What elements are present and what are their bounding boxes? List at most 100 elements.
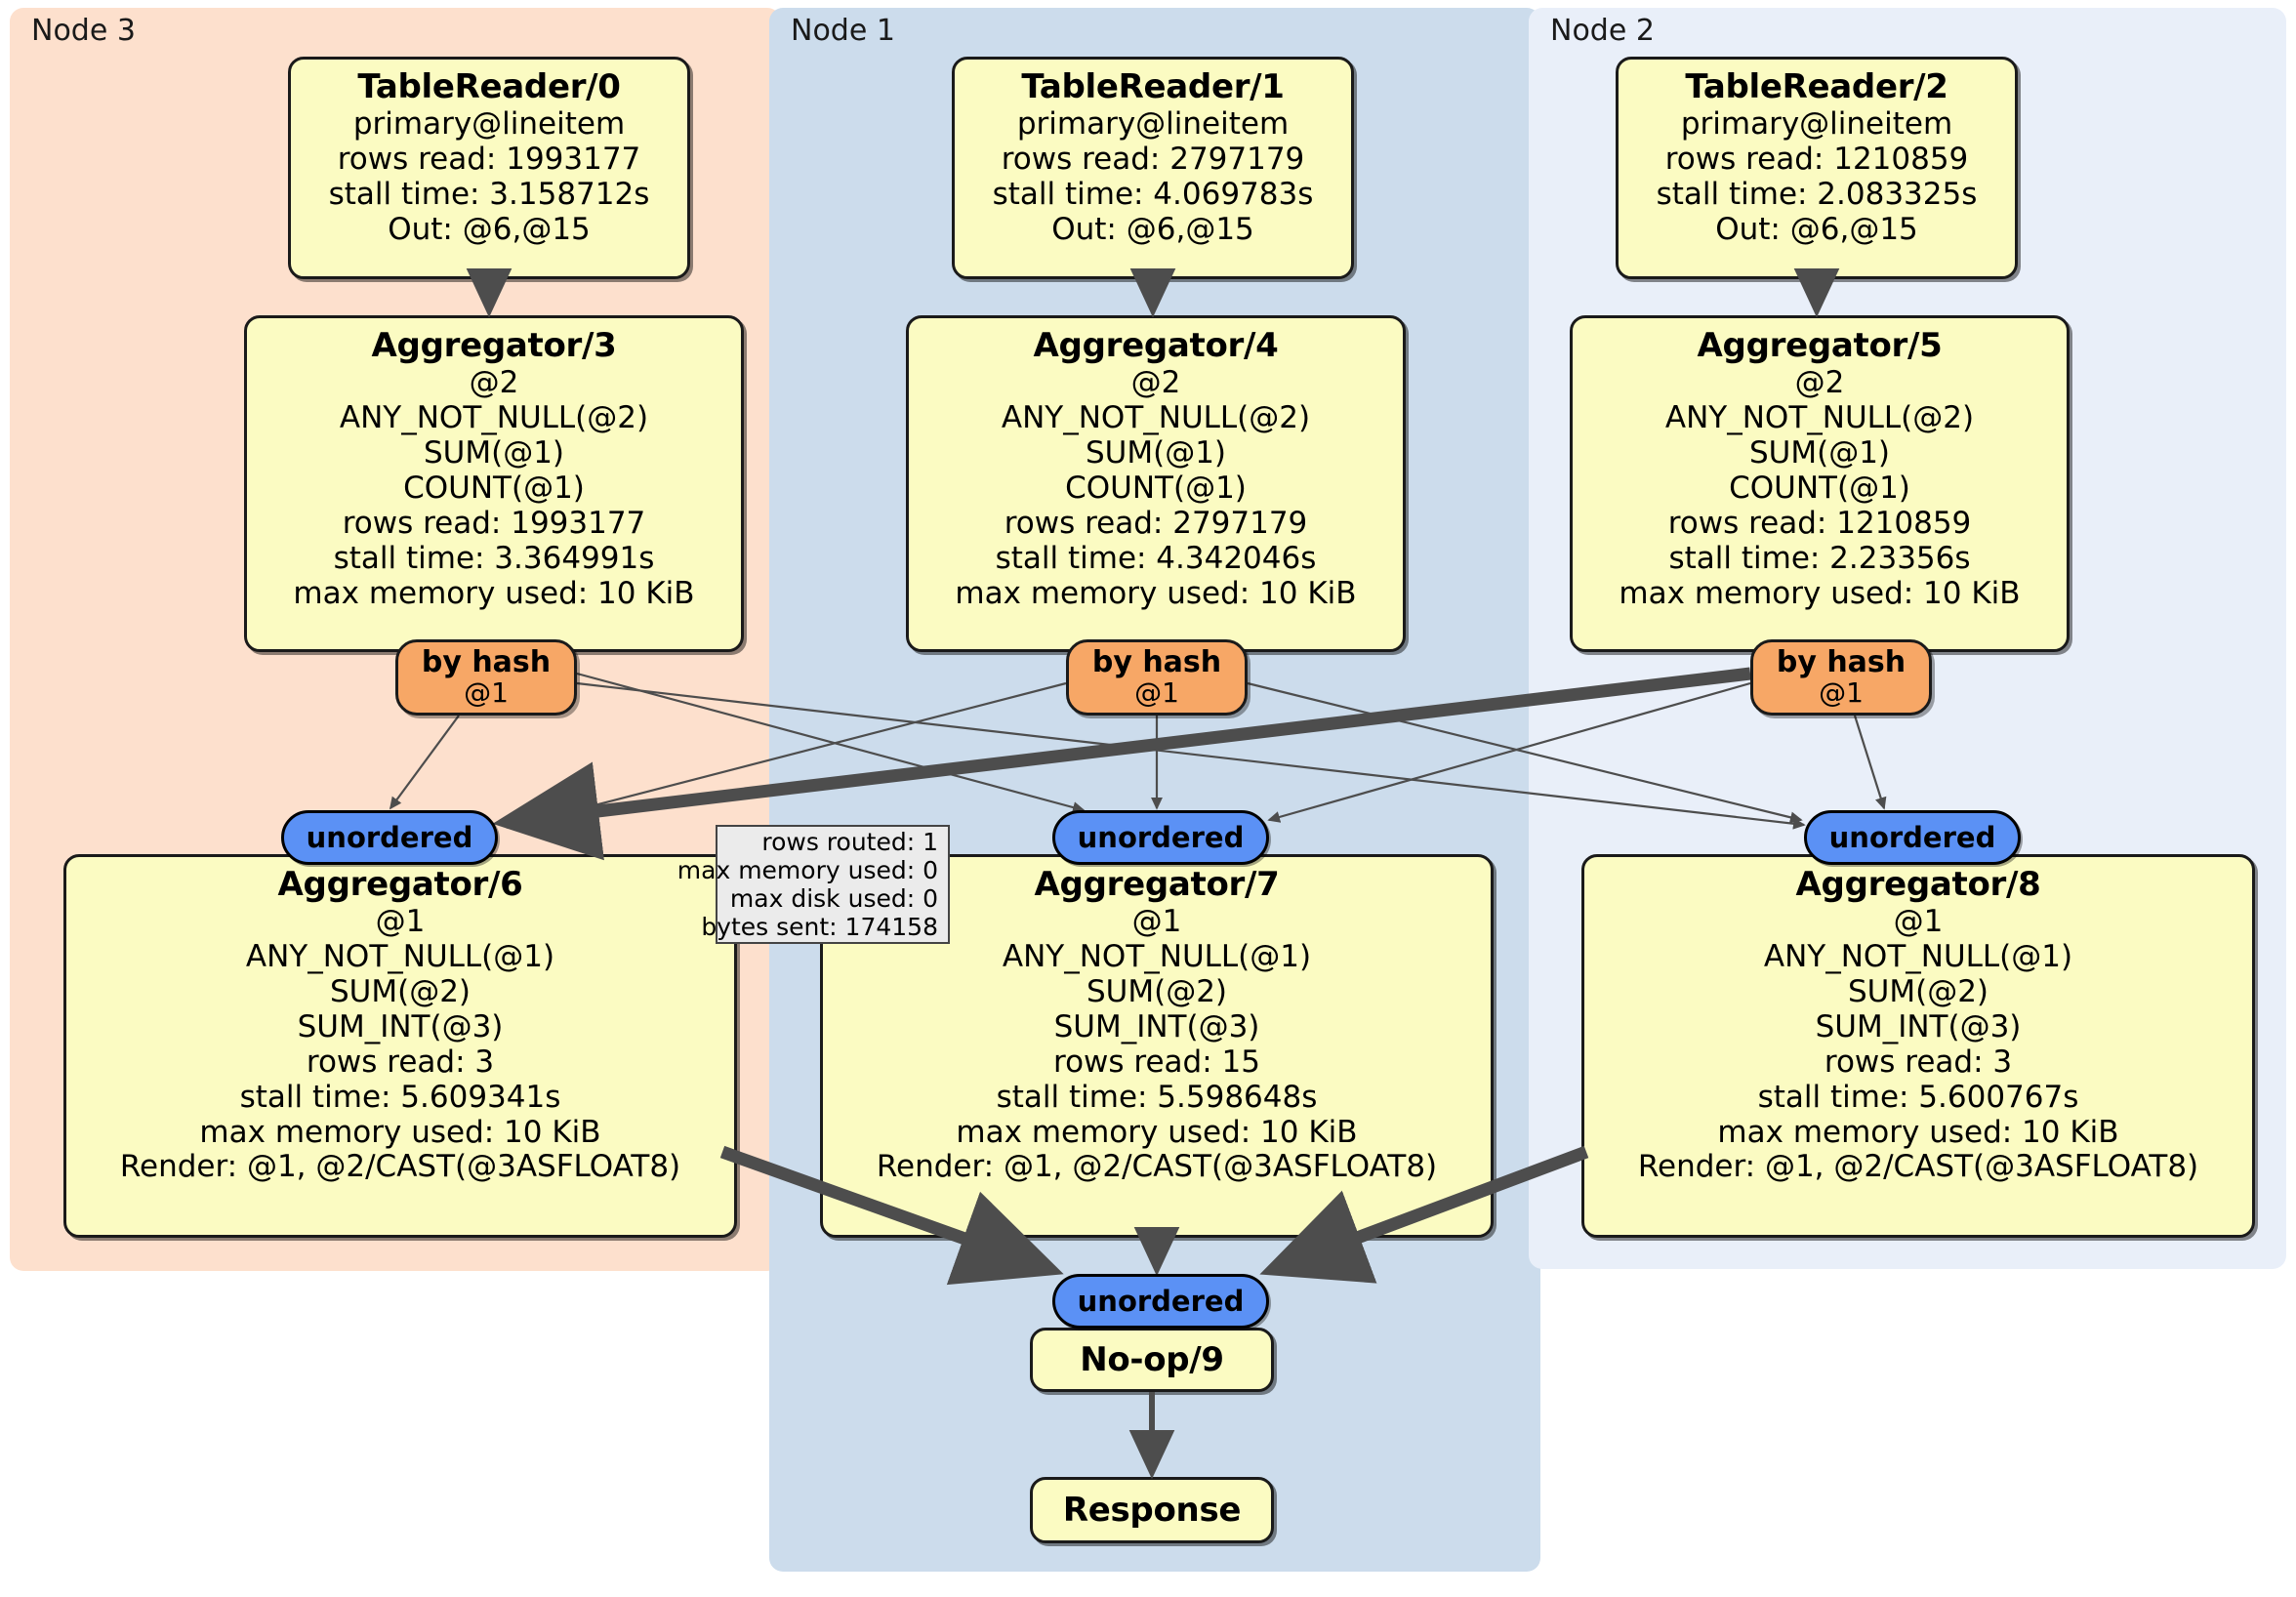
operator-detail-line: @2 xyxy=(1794,364,1845,400)
router-by-hash-node3[interactable]: by hash@1 xyxy=(395,639,577,716)
operator-detail-line: ANY_NOT_NULL(@2) xyxy=(339,399,649,435)
operator-detail-line: Out: @6,@15 xyxy=(1715,211,1918,247)
operator-detail-line: rows read: 15 xyxy=(1053,1044,1260,1080)
operator-detail-line: SUM(@1) xyxy=(423,434,565,471)
operator-detail-line: COUNT(@1) xyxy=(1729,470,1910,506)
operator-title: Aggregator/7 xyxy=(1034,865,1280,904)
operator-detail-line: SUM(@2) xyxy=(1847,973,1989,1009)
operator-detail-line: ANY_NOT_NULL(@2) xyxy=(1001,399,1311,435)
operator-detail-line: stall time: 5.609341s xyxy=(239,1079,561,1115)
receiver-label: unordered xyxy=(1077,1285,1245,1318)
operator-detail-line: Render: @1, @2/CAST(@3ASFLOAT8) xyxy=(876,1149,1438,1185)
receiver-label: unordered xyxy=(1828,821,1996,854)
operator-detail-line: stall time: 4.342046s xyxy=(995,540,1317,576)
operator-detail-line: stall time: 3.364991s xyxy=(333,540,655,576)
operator-title: Aggregator/5 xyxy=(1697,326,1943,365)
operator-detail-line: rows read: 2797179 xyxy=(1001,141,1305,177)
operator-detail-line: @2 xyxy=(1130,364,1181,400)
operator-detail-line: Out: @6,@15 xyxy=(1051,211,1254,247)
operator-no-op-9[interactable]: No-op/9 xyxy=(1030,1328,1274,1392)
receiver-unordered-agg8[interactable]: unordered xyxy=(1804,810,2021,865)
operator-detail-line: ANY_NOT_NULL(@1) xyxy=(1002,938,1312,974)
operator-detail-line: SUM_INT(@3) xyxy=(1815,1008,2022,1044)
operator-title: No-op/9 xyxy=(1080,1339,1224,1379)
operator-detail-line: SUM_INT(@3) xyxy=(1053,1008,1260,1044)
operator-detail-line: Render: @1, @2/CAST(@3ASFLOAT8) xyxy=(119,1149,681,1185)
operator-detail-line: rows read: 1993177 xyxy=(342,505,646,541)
operator-detail-line: stall time: 2.083325s xyxy=(1656,176,1978,212)
operator-title: Response xyxy=(1062,1490,1242,1530)
operator-title: Aggregator/8 xyxy=(1795,865,2041,904)
operator-detail-line: stall time: 3.158712s xyxy=(328,176,650,212)
router-label: by hash xyxy=(421,645,552,680)
receiver-unordered-agg7[interactable]: unordered xyxy=(1052,810,1269,865)
operator-detail-line: stall time: 2.23356s xyxy=(1668,540,1971,576)
tooltip-line: max memory used: 0 xyxy=(676,855,938,884)
router-by-hash-node1[interactable]: by hash@1 xyxy=(1066,639,1248,716)
operator-detail-line: rows read: 1210859 xyxy=(1664,141,1969,177)
operator-detail-line: Render: @1, @2/CAST(@3ASFLOAT8) xyxy=(1637,1149,2199,1185)
tooltip-line: bytes sent: 174158 xyxy=(701,913,938,942)
receiver-unordered-noop[interactable]: unordered xyxy=(1052,1274,1269,1329)
operator-detail-line: max memory used: 10 KiB xyxy=(199,1114,601,1150)
router-label: by hash xyxy=(1091,645,1222,680)
tooltip-line: rows routed: 1 xyxy=(761,827,938,856)
operator-detail-line: max memory used: 10 KiB xyxy=(955,575,1357,611)
cluster-label-node2: Node 2 xyxy=(1550,14,1655,48)
operator-title: Aggregator/4 xyxy=(1033,326,1279,365)
operator-detail-line: stall time: 4.069783s xyxy=(992,176,1314,212)
operator-detail-line: SUM(@1) xyxy=(1085,434,1227,471)
router-label: by hash xyxy=(1776,645,1906,680)
operator-detail-line: rows read: 3 xyxy=(1824,1044,2013,1080)
cluster-label-node3: Node 3 xyxy=(31,14,136,48)
operator-detail-line: SUM(@1) xyxy=(1748,434,1891,471)
tooltip-line: max disk used: 0 xyxy=(729,884,938,913)
operator-detail-line: @1 xyxy=(1131,903,1182,939)
operator-response[interactable]: Response xyxy=(1030,1477,1274,1543)
operator-title: Aggregator/3 xyxy=(371,326,617,365)
operator-title: TableReader/2 xyxy=(1685,67,1948,106)
operator-detail-line: primary@lineitem xyxy=(1680,105,1953,142)
operator-detail-line: SUM_INT(@3) xyxy=(297,1008,504,1044)
operator-title: Aggregator/6 xyxy=(277,865,523,904)
router-column: @1 xyxy=(1819,676,1864,710)
operator-detail-line: rows read: 1210859 xyxy=(1667,505,1972,541)
receiver-label: unordered xyxy=(1077,821,1245,854)
operator-detail-line: ANY_NOT_NULL(@1) xyxy=(245,938,555,974)
operator-detail-line: rows read: 3 xyxy=(306,1044,495,1080)
cluster-label-node1: Node 1 xyxy=(791,14,895,48)
operator-detail-line: @1 xyxy=(375,903,426,939)
operator-detail-line: @1 xyxy=(1893,903,1944,939)
operator-detail-line: @2 xyxy=(469,364,519,400)
operator-title: TableReader/1 xyxy=(1021,67,1285,106)
operator-detail-line: SUM(@2) xyxy=(329,973,472,1009)
operator-detail-line: rows read: 2797179 xyxy=(1004,505,1308,541)
receiver-unordered-agg6[interactable]: unordered xyxy=(281,810,498,865)
operator-title: TableReader/0 xyxy=(357,67,621,106)
operator-detail-line: primary@lineitem xyxy=(352,105,626,142)
operator-detail-line: Out: @6,@15 xyxy=(388,211,591,247)
router-column: @1 xyxy=(1134,676,1179,710)
operator-detail-line: max memory used: 10 KiB xyxy=(1619,575,2021,611)
operator-detail-line: primary@lineitem xyxy=(1016,105,1290,142)
operator-detail-line: stall time: 5.598648s xyxy=(996,1079,1318,1115)
router-column: @1 xyxy=(464,676,509,710)
receiver-label: unordered xyxy=(306,821,473,854)
router-by-hash-node2[interactable]: by hash@1 xyxy=(1750,639,1932,716)
operator-detail-line: max memory used: 10 KiB xyxy=(293,575,695,611)
operator-detail-line: COUNT(@1) xyxy=(1065,470,1247,506)
operator-detail-line: max memory used: 10 KiB xyxy=(1717,1114,2119,1150)
operator-detail-line: COUNT(@1) xyxy=(403,470,585,506)
operator-detail-line: ANY_NOT_NULL(@2) xyxy=(1664,399,1975,435)
operator-detail-line: SUM(@2) xyxy=(1086,973,1228,1009)
